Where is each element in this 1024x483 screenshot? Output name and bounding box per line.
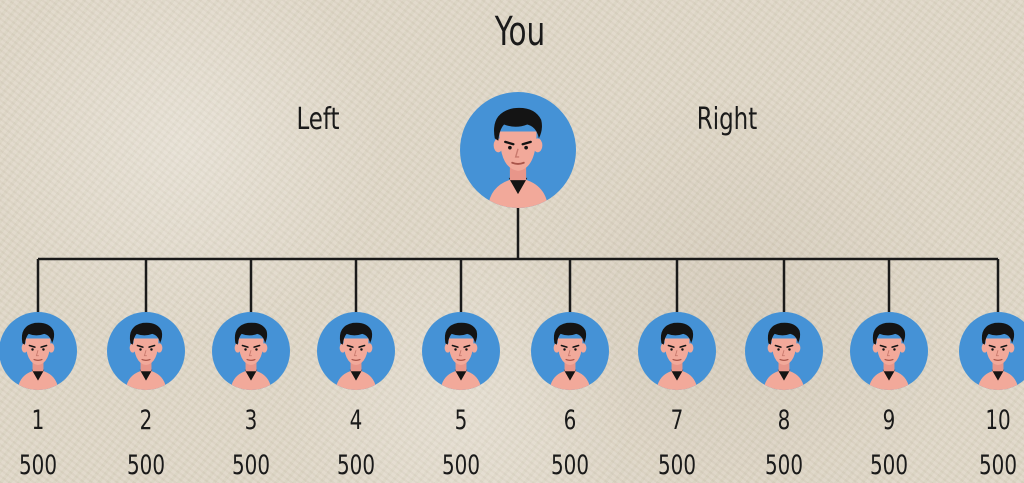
person-avatar-icon bbox=[850, 312, 928, 390]
child-avatar-4 bbox=[317, 312, 395, 390]
child-avatar-2 bbox=[107, 312, 185, 390]
left-label: Left bbox=[296, 105, 339, 135]
child-value-9: 500 bbox=[870, 452, 908, 479]
person-avatar-icon bbox=[107, 312, 185, 390]
person-avatar-icon bbox=[959, 312, 1024, 390]
child-value-4: 500 bbox=[337, 452, 375, 479]
child-avatar-7 bbox=[638, 312, 716, 390]
page-title: You bbox=[495, 12, 545, 52]
person-avatar-icon bbox=[422, 312, 500, 390]
child-number-10: 10 bbox=[985, 407, 1010, 434]
child-number-3: 3 bbox=[245, 407, 258, 434]
right-label: Right bbox=[697, 105, 757, 135]
child-value-3: 500 bbox=[232, 452, 270, 479]
child-value-5: 500 bbox=[442, 452, 480, 479]
child-number-7: 7 bbox=[671, 407, 684, 434]
person-avatar-icon bbox=[0, 312, 77, 390]
child-number-5: 5 bbox=[455, 407, 468, 434]
child-number-1: 1 bbox=[32, 407, 45, 434]
child-avatar-6 bbox=[531, 312, 609, 390]
child-number-6: 6 bbox=[564, 407, 577, 434]
child-value-10: 500 bbox=[979, 452, 1017, 479]
person-avatar-icon bbox=[212, 312, 290, 390]
child-value-7: 500 bbox=[658, 452, 696, 479]
child-number-9: 9 bbox=[883, 407, 896, 434]
person-avatar-icon bbox=[531, 312, 609, 390]
child-value-1: 500 bbox=[19, 452, 57, 479]
person-avatar-icon bbox=[745, 312, 823, 390]
child-number-2: 2 bbox=[140, 407, 153, 434]
child-value-8: 500 bbox=[765, 452, 803, 479]
person-avatar-icon bbox=[460, 92, 576, 208]
child-avatar-10 bbox=[959, 312, 1024, 390]
child-number-4: 4 bbox=[350, 407, 363, 434]
child-avatar-9 bbox=[850, 312, 928, 390]
child-value-6: 500 bbox=[551, 452, 589, 479]
child-avatar-1 bbox=[0, 312, 77, 390]
person-avatar-icon bbox=[638, 312, 716, 390]
child-avatar-3 bbox=[212, 312, 290, 390]
root-avatar bbox=[460, 92, 576, 208]
child-number-8: 8 bbox=[778, 407, 791, 434]
child-avatar-5 bbox=[422, 312, 500, 390]
child-value-2: 500 bbox=[127, 452, 165, 479]
person-avatar-icon bbox=[317, 312, 395, 390]
child-avatar-8 bbox=[745, 312, 823, 390]
